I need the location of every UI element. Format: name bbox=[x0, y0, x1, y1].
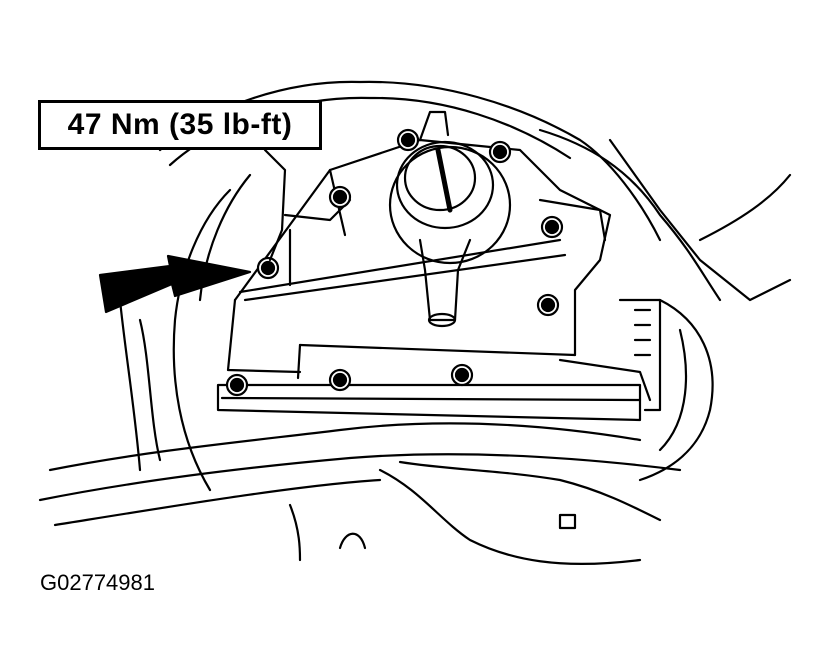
central-cap bbox=[388, 140, 512, 328]
bolt-icon bbox=[225, 373, 249, 397]
torque-callout-box: 47 Nm (35 lb-ft) bbox=[38, 100, 322, 150]
bolt-icon bbox=[328, 185, 352, 209]
bolt-group bbox=[225, 128, 564, 397]
figure-id: G02774981 bbox=[40, 570, 155, 595]
bolt-icon bbox=[540, 215, 564, 239]
base-plate bbox=[216, 298, 662, 422]
bolt-icon bbox=[328, 368, 352, 392]
bolt-icon bbox=[450, 363, 474, 387]
callout-leader-line bbox=[263, 148, 287, 262]
bolt-icon bbox=[536, 293, 560, 317]
bolt-icon bbox=[256, 256, 280, 280]
torque-label: 47 Nm (35 lb-ft) bbox=[67, 108, 293, 141]
crossmember-outline bbox=[38, 422, 682, 566]
bolt-icon bbox=[488, 140, 512, 164]
pointer-arrow-icon bbox=[98, 254, 252, 314]
bolt-icon bbox=[396, 128, 420, 152]
